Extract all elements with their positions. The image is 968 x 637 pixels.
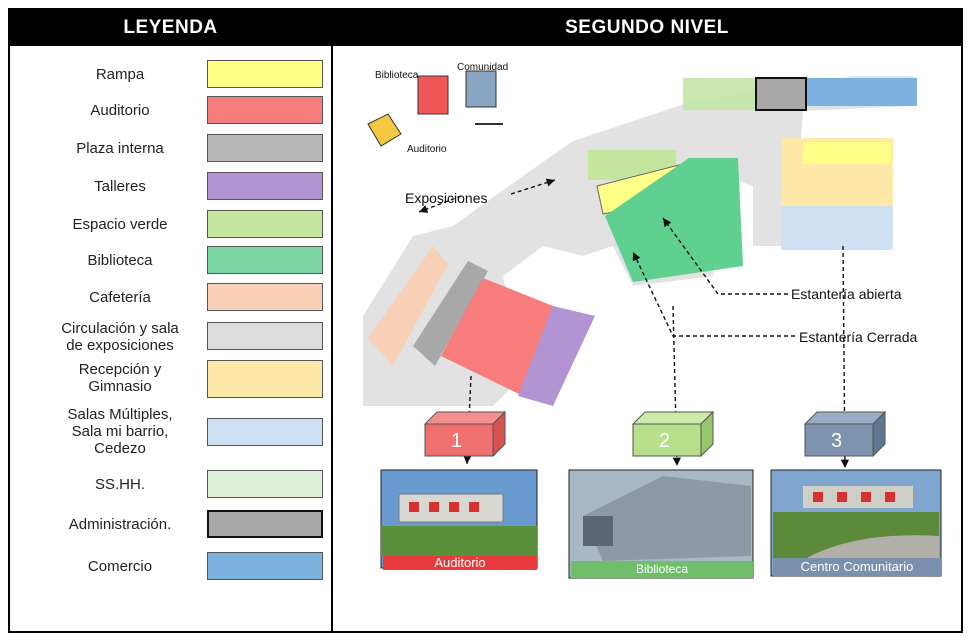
legend-label: SS.HH. bbox=[94, 476, 145, 493]
box-2 bbox=[631, 410, 715, 458]
box-number-2: 2 bbox=[659, 430, 671, 452]
legend-label: Circulación y sala de exposiciones bbox=[61, 320, 179, 354]
legend-swatch bbox=[207, 322, 323, 350]
legend-item-auditorio: Auditorio bbox=[10, 96, 331, 126]
arrow-estanteria-abierta bbox=[662, 217, 788, 295]
label-exposiciones: Exposiciones bbox=[405, 190, 488, 206]
inset-comunidad bbox=[465, 70, 497, 108]
legend-swatch bbox=[207, 60, 323, 88]
zone-rampa-right bbox=[803, 142, 891, 164]
column-divider bbox=[331, 10, 333, 631]
box-3 bbox=[803, 410, 887, 458]
zone-espacio-verde-top bbox=[683, 78, 755, 110]
plan-panel: Biblioteca Comunidad Auditorio Exposicio… bbox=[333, 46, 961, 631]
legend-label: Rampa bbox=[95, 66, 145, 83]
legend-item-talleres: Talleres bbox=[10, 172, 331, 202]
legend-label: Plaza interna bbox=[76, 140, 164, 157]
inset-biblioteca bbox=[417, 75, 449, 115]
arrow-exposiciones-left bbox=[418, 195, 462, 213]
legend-swatch bbox=[207, 360, 323, 398]
legend-item-recepcion: Recepción y Gimnasio bbox=[10, 360, 331, 402]
legend-swatch bbox=[207, 283, 323, 311]
legend-swatch bbox=[207, 134, 323, 162]
legend-label: Recepción y Gimnasio bbox=[78, 361, 162, 395]
arrow-estanteria-cerrada bbox=[632, 251, 795, 337]
legend-swatch bbox=[207, 470, 323, 498]
inset-label-auditorio: Auditorio bbox=[407, 144, 447, 155]
legend-item-comercio: Comercio bbox=[10, 552, 331, 582]
legend-item-sshh: SS.HH. bbox=[10, 470, 331, 500]
arrow-exposiciones-right bbox=[510, 178, 556, 195]
legend-item-biblioteca: Biblioteca bbox=[10, 246, 331, 276]
inset-label-biblioteca: Biblioteca bbox=[375, 70, 419, 81]
box-number-1: 1 bbox=[451, 430, 463, 452]
legend-swatch bbox=[207, 510, 323, 538]
legend-label: Biblioteca bbox=[87, 252, 153, 269]
legend-label: Salas Múltiples, Sala mi barrio, Cedezo bbox=[67, 406, 173, 457]
label-estanteria-cerrada: Estantería Cerrada bbox=[799, 329, 918, 345]
legend-label: Auditorio bbox=[90, 102, 150, 119]
diagram-frame: LEYENDA SEGUNDO NIVEL Rampa Auditorio Pl… bbox=[8, 8, 963, 633]
legend-item-cafeteria: Cafetería bbox=[10, 283, 331, 313]
photo-biblioteca bbox=[568, 469, 754, 579]
legend-header: LEYENDA bbox=[10, 10, 331, 46]
legend-label: Espacio verde bbox=[72, 216, 168, 233]
zone-biblioteca bbox=[605, 158, 743, 282]
photo-auditorio bbox=[380, 469, 538, 570]
inset-label-comunidad: Comunidad bbox=[457, 62, 509, 73]
zone-talleres bbox=[518, 306, 595, 406]
floor-plan bbox=[359, 54, 942, 579]
legend-item-salas-multiples: Salas Múltiples, Sala mi barrio, Cedezo bbox=[10, 406, 331, 462]
legend-swatch bbox=[207, 210, 323, 238]
zone-salas-multiples bbox=[781, 206, 893, 250]
legend-item-plaza-interna: Plaza interna bbox=[10, 134, 331, 164]
zone-administracion bbox=[755, 77, 807, 111]
box-number-3: 3 bbox=[831, 430, 843, 452]
legend-item-administracion: Administración. bbox=[10, 510, 331, 540]
legend-item-rampa: Rampa bbox=[10, 60, 331, 90]
legend-label: Talleres bbox=[94, 178, 146, 195]
photo-caption-centro-comunitario: Centro Comunitario bbox=[800, 559, 914, 574]
label-estanteria-abierta: Estantería abierta bbox=[791, 286, 902, 302]
zone-plaza-interna bbox=[413, 261, 488, 366]
inset-auditorio bbox=[367, 113, 402, 147]
legend-item-espacio-verde: Espacio verde bbox=[10, 210, 331, 240]
photo-caption-auditorio: Auditorio bbox=[434, 555, 486, 570]
photo-centro-comunitario bbox=[770, 469, 942, 577]
zone-comercio bbox=[807, 78, 917, 106]
legend-label: Cafetería bbox=[89, 289, 151, 306]
legend-label: Comercio bbox=[87, 558, 153, 575]
zone-cafeteria bbox=[368, 246, 448, 366]
box-1 bbox=[423, 410, 507, 458]
legend-swatch bbox=[207, 246, 323, 274]
legend-swatch bbox=[207, 96, 323, 124]
photo-caption-biblioteca: Biblioteca bbox=[635, 562, 689, 576]
legend-label: Administración. bbox=[68, 516, 172, 533]
level-header: SEGUNDO NIVEL bbox=[333, 10, 961, 46]
legend-swatch bbox=[207, 418, 323, 446]
legend-swatch bbox=[207, 552, 323, 580]
legend-item-circulacion: Circulación y sala de exposiciones bbox=[10, 318, 331, 358]
legend-swatch bbox=[207, 172, 323, 200]
